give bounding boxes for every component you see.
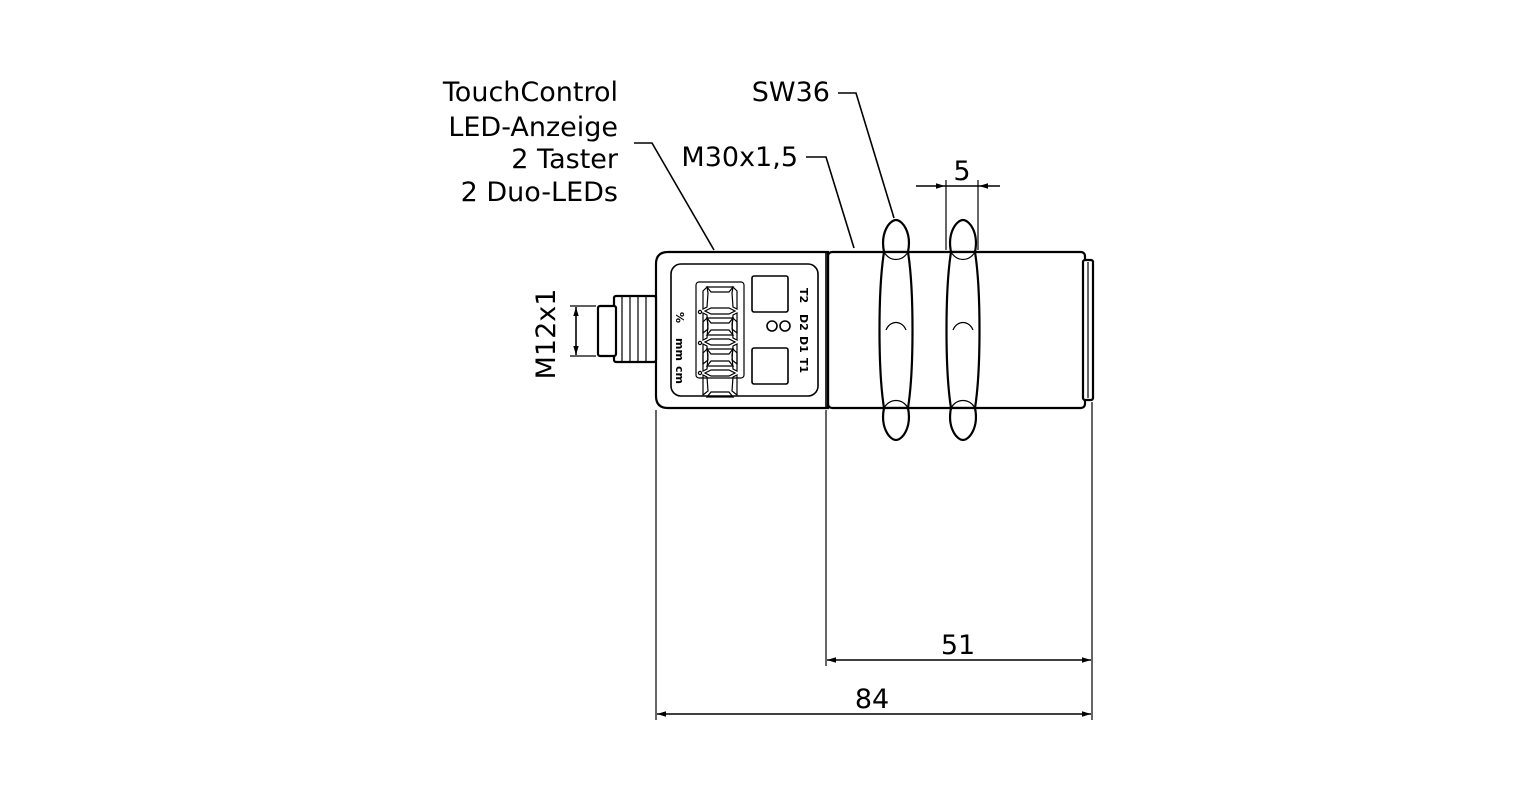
sw36-callout: SW36 xyxy=(752,77,895,219)
label-51: 51 xyxy=(941,630,975,661)
callout-sw36: SW36 xyxy=(752,77,830,108)
display-panel xyxy=(670,263,819,397)
callout-touchcontrol: TouchControl xyxy=(442,77,618,108)
callout-led-anzeige: LED-Anzeige xyxy=(448,112,618,143)
duo-led-d1 xyxy=(766,320,778,332)
mounting-nut-2 xyxy=(945,218,981,442)
touchcontrol-callout: TouchControl LED-Anzeige 2 Taster 2 Duo-… xyxy=(442,77,715,251)
m30-callout: M30x1,5 xyxy=(681,142,855,249)
thread-length-dimension: 51 xyxy=(825,402,1093,720)
m12-connector xyxy=(596,294,658,364)
led-d1-label: D1 xyxy=(797,336,810,353)
display-window xyxy=(695,281,745,379)
callout-2-duo-leds: 2 Duo-LEDs xyxy=(461,177,618,208)
callout-m30: M30x1,5 xyxy=(681,142,798,173)
m12-dimension: M12x1 xyxy=(531,289,596,380)
unit-percent-label: % xyxy=(673,312,686,323)
unit-cm-label: cm xyxy=(673,366,686,384)
label-m12x1: M12x1 xyxy=(531,289,562,380)
button-t2-label: T2 xyxy=(797,288,810,303)
touch-button-t1 xyxy=(751,347,789,385)
callout-2-taster: 2 Taster xyxy=(511,144,619,175)
touch-button-t2 xyxy=(751,275,789,313)
duo-led-d2 xyxy=(779,320,791,332)
unit-mm-label: mm xyxy=(673,338,686,361)
seven-segment-display xyxy=(697,285,738,398)
total-length-dimension: 84 xyxy=(655,410,1091,720)
housing-head xyxy=(654,250,830,410)
label-5: 5 xyxy=(953,156,970,187)
label-84: 84 xyxy=(855,684,889,715)
led-d2-label: D2 xyxy=(797,314,810,331)
button-t1-label: T1 xyxy=(797,358,810,373)
mounting-nut-1 xyxy=(878,218,914,442)
nut-width-dimension: 5 xyxy=(916,156,1000,250)
